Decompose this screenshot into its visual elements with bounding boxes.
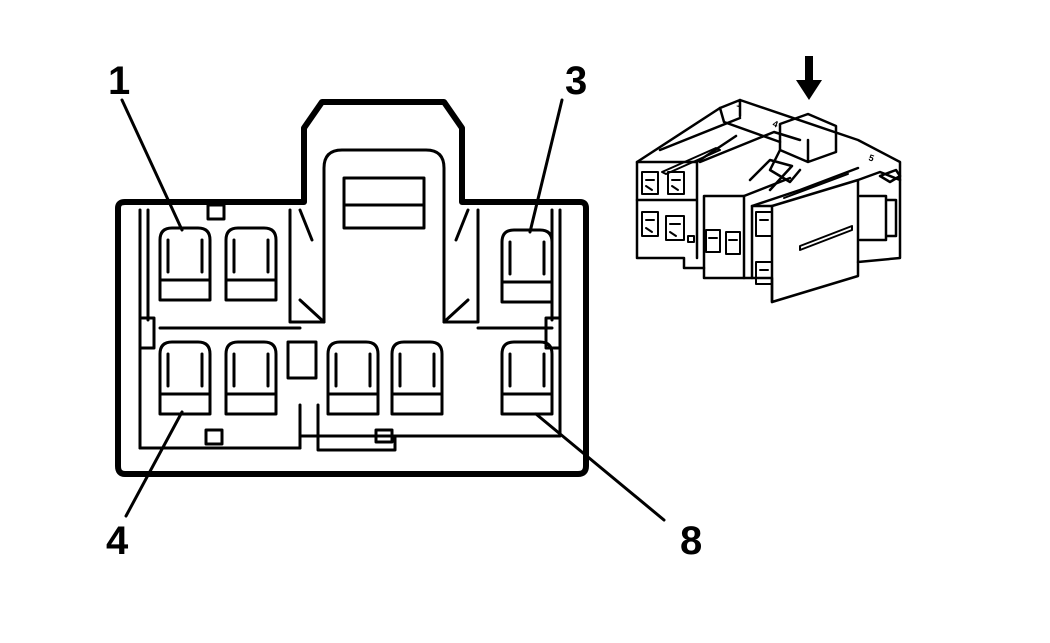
terminal-cavity <box>500 340 554 416</box>
connector-front-view: 1 3 4 8 <box>106 59 702 563</box>
leader-line-pin-1 <box>120 98 184 232</box>
molded-mark-5: 5 <box>867 152 875 163</box>
latch-window <box>342 176 426 230</box>
connector-isometric-view: 1 4 5 <box>635 56 902 304</box>
terminal-cavity <box>390 340 444 416</box>
pin-label-4: 4 <box>106 519 129 563</box>
terminal-cavity <box>326 340 380 416</box>
pin-label-1: 1 <box>108 59 130 103</box>
keying-block <box>286 340 318 380</box>
leader-line-pin-8 <box>534 412 666 522</box>
leader-line-pin-4 <box>124 410 184 518</box>
cavity-row-top <box>158 226 554 304</box>
terminal-cavity <box>224 226 278 302</box>
iso-latch <box>768 112 838 184</box>
terminal-cavity <box>224 340 278 416</box>
molded-mark-4: 4 <box>771 118 779 129</box>
terminal-cavity <box>158 340 212 416</box>
iso-cavities <box>641 171 773 285</box>
molded-mark-1: 1 <box>735 98 743 109</box>
leader-line-pin-3 <box>528 98 564 234</box>
housing-outline <box>115 99 589 477</box>
pin-label-8: 8 <box>680 519 702 563</box>
latch-channel <box>322 148 446 232</box>
terminal-cavity <box>500 228 554 304</box>
down-arrow-icon <box>796 56 822 100</box>
pin-label-3: 3 <box>565 59 587 103</box>
terminal-cavity <box>158 226 212 302</box>
cavity-row-bottom <box>158 340 554 416</box>
